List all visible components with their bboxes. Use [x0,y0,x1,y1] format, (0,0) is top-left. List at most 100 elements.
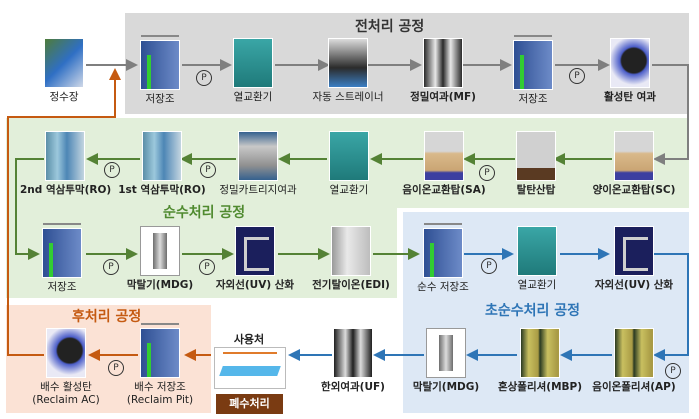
mf-image [423,38,463,88]
mdg-label: 막탈기(MDG) [126,279,194,291]
pure-water-title: 순수처리 공정 [163,205,246,221]
mf-label: 정밀여과(MF) [410,91,476,103]
flow-arrow [652,253,689,361]
node-uv-2: 자외선(UV) 산화 [589,226,679,292]
ro2-image [45,131,85,181]
usage-point-image [214,347,286,389]
node-mf: 정밀여과(MF) [398,38,488,104]
ac-filter-label: 활성탄 여과 [604,91,656,103]
storage-tank-label: 저장조 [518,93,548,105]
ap-image [614,328,654,378]
ap-label: 음이온폴리셔(AP) [592,381,676,393]
ro1-label: 1st 역삼투막(RO) [118,184,206,196]
pump-icon: P [104,162,120,178]
uv-image [235,226,275,276]
degasifier-image [516,131,556,181]
auto-strainer-label: 자동 스트레이너 [312,91,384,103]
node-uv: 자외선(UV) 산화 [210,226,300,292]
sa-label: 음이온교환탑(SA) [402,184,486,196]
reclaim-ac-label: 배수 활성탄 [40,381,92,393]
node-reclaim-pit: 배수 저장조(Reclaim Pit) [115,323,205,407]
storage-tank-label: 저장조 [47,281,77,293]
reclaim-pit-en-label: (Reclaim Pit) [126,394,194,406]
ac-filter-image [610,38,650,88]
cartridge-filter-image [238,131,278,181]
node-ac-filter: 활성탄 여과 [585,38,675,104]
node-edi: 전기탈이온(EDI) [306,226,396,292]
pretreatment-region [125,13,689,114]
node-cartridge-filter: 정밀카트리지여과 [213,131,303,197]
pretreatment-title: 전처리 공정 [355,19,425,35]
pump-icon: P [479,165,495,181]
heat-exchanger-label: 열교환기 [517,279,557,291]
conveyor-belt [219,366,281,376]
ultrapure-water-title: 초순수처리 공정 [485,303,581,319]
spray-bar [223,352,277,354]
flow-arrow [15,158,44,260]
post-treatment-flow [7,68,211,361]
mbp-image [520,328,560,378]
sc-image [614,131,654,181]
node-sa: 음이온교환탑(SA) [399,131,489,197]
node-degasifier: 탈탄산탑 [491,131,581,197]
pure-water-flow [15,153,612,260]
node-water-plant: 정수장 [19,38,109,104]
pump-icon: P [665,363,681,379]
water-plant-label: 정수장 [49,91,79,103]
pump-icon: P [481,258,497,274]
ro1-image [142,131,182,181]
heat-exchanger-label: 열교환기 [329,184,369,196]
uv-label: 자외선(UV) 산화 [594,279,674,291]
flow-arrow [652,64,689,165]
node-mdg: 막탈기(MDG) [115,226,205,292]
ultrapure-flow [288,248,689,361]
pump-icon: P [196,70,212,86]
cartridge-filter-label: 정밀카트리지여과 [219,184,297,196]
pump-icon: P [199,259,215,275]
mdg-image [140,226,180,276]
reclaim-ac-en-label: (Reclaim AC) [32,394,100,406]
uv-label: 자외선(UV) 산화 [215,279,295,291]
pump-icon: P [200,162,216,178]
reclaim-ac-image [46,328,86,378]
node-sc: 양이온교환탑(SC) [589,131,679,197]
storage-tank-image [423,223,463,278]
edi-label: 전기탈이온(EDI) [312,279,390,291]
heat-exchanger-label: 열교환기 [233,91,273,103]
node-uf: 한외여과(UF) [308,328,398,394]
uf-image [333,328,373,378]
node-reclaim-ac: 배수 활성탄(Reclaim AC) [21,328,111,407]
node-ro2: 2nd 역삼투막(RO) [20,131,112,197]
ro2-label: 2nd 역삼투막(RO) [20,184,112,196]
pump-icon: P [108,360,124,376]
pretreatment-flow [86,59,689,165]
degasifier-label: 탈탄산탑 [516,184,556,196]
node-pure-storage-tank: 저장조 [17,223,107,294]
node-ro1: 1st 역삼투막(RO) [117,131,207,197]
usage-title: 사용처 [233,333,265,346]
auto-strainer-image [328,38,368,88]
sc-label: 양이온교환탑(SC) [592,184,676,196]
storage-tank-image [513,35,553,90]
heat-exchanger-image [233,38,273,88]
post-treatment-title: 후처리 공정 [72,309,142,325]
uf-label: 한외여과(UF) [321,381,385,393]
mdg-image [426,328,466,378]
sa-image [424,131,464,181]
wastewater-box: 폐수처리 [216,394,283,414]
node-storage-tank: 저장조 [115,35,205,106]
heat-exchanger-image [329,131,369,181]
reclaim-pit-label: 배수 저장조 [134,381,186,393]
water-plant-image [44,38,84,88]
node-heat-exchanger: 열교환기 [208,38,298,104]
mbp-label: 혼상폴리셔(MBP) [497,381,583,393]
heat-exchanger-image [517,226,557,276]
pump-icon: P [569,68,585,84]
storage-tank-image [140,35,180,90]
storage-tank-image [42,223,82,278]
node-mbp: 혼상폴리셔(MBP) [495,328,585,394]
node-pure-water-tank: 순수 저장조 [398,223,488,294]
mdg-label: 막탈기(MDG) [412,381,480,393]
node-heat-exchanger-2: 열교환기 [304,131,394,197]
node-storage-tank-2: 저장조 [488,35,578,106]
